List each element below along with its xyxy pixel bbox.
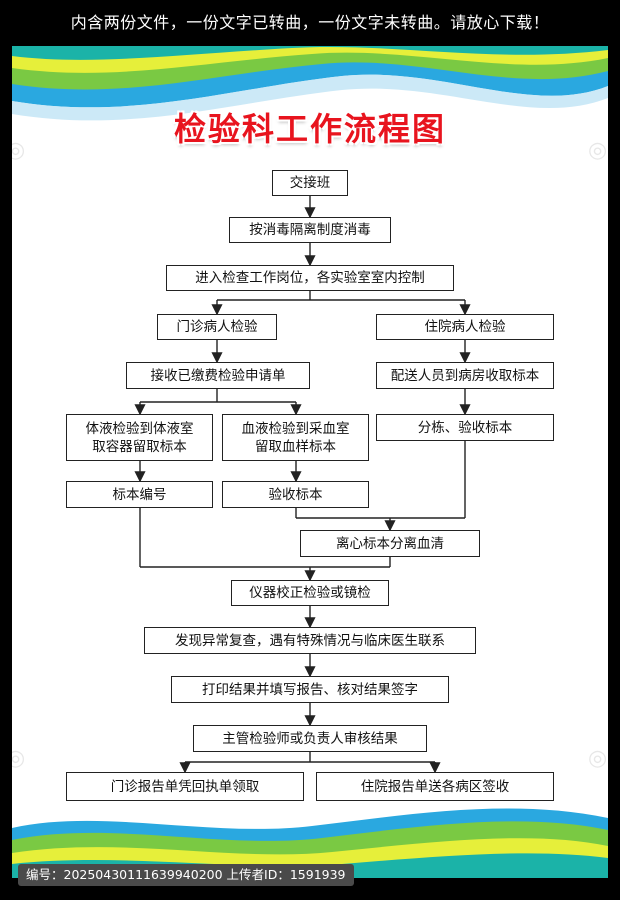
watermark: ◎ [12,138,26,163]
node-collect-ward-sample: 配送人员到病房收取标本 [376,362,554,389]
node-enter-post: 进入检查工作岗位，各实验室室内控制 [166,265,454,291]
footer-id-tag: 编号：20250430111639940200 上传者ID：1591939 [18,864,354,886]
node-instrument-test: 仪器校正检验或镜检 [231,580,389,606]
node-body-fluid-sample: 体液检验到体液室 取容器留取标本 [66,414,213,461]
node-inpatient-test: 住院病人检验 [376,314,554,340]
node-print-report: 打印结果并填写报告、核对结果签字 [171,676,449,703]
node-sort-accept: 分栋、验收标本 [376,414,554,441]
node-outpatient-report: 门诊报告单凭回执单领取 [66,772,304,801]
flowchart-poster: ◎ ◎ ◎ ◎ 检验科工作流程图 [12,46,608,878]
node-sample-numbering: 标本编号 [66,481,213,508]
node-blood-sample: 血液检验到采血室 留取血样标本 [222,414,369,461]
node-recheck-contact: 发现异常复查，遇有特殊情况与临床医生联系 [144,627,476,654]
download-notice: 内含两份文件，一份文字已转曲，一份文字未转曲。请放心下载！ [70,13,550,32]
node-shift-handover: 交接班 [272,170,348,196]
node-supervisor-review: 主管检验师或负责人审核结果 [193,725,427,752]
node-accept-sample: 验收标本 [222,481,369,508]
node-centrifuge: 离心标本分离血清 [300,530,480,557]
node-inpatient-report: 住院报告单送各病区签收 [316,772,554,801]
page-title: 检验科工作流程图 [173,110,446,148]
top-wave-decoration [12,46,608,146]
node-disinfection: 按消毒隔离制度消毒 [229,217,391,243]
node-outpatient-test: 门诊病人检验 [157,314,277,340]
watermark: ◎ [588,746,608,771]
watermark: ◎ [12,746,26,771]
node-receive-request: 接收已缴费检验申请单 [126,362,310,389]
watermark: ◎ [588,138,608,163]
